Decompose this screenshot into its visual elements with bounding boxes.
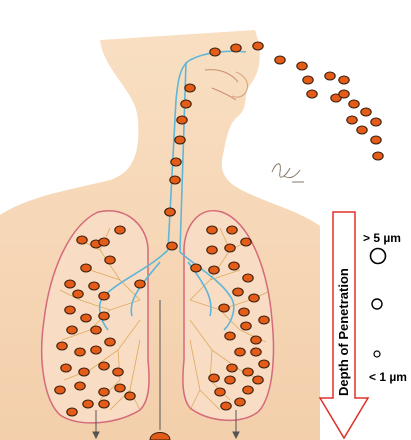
depth-arrow: Depth of Penetration [320,212,368,438]
particle [241,322,251,330]
particle [339,90,349,98]
particle [349,100,359,108]
particle [275,56,285,64]
particle [181,100,191,108]
particle [73,290,83,298]
size-circle-icon [372,299,382,309]
particle [77,236,87,244]
particle [75,382,85,390]
size-large-label: > 5 µm [363,231,401,245]
particle [99,362,109,370]
particle [243,274,253,282]
size-circle-icon [374,351,380,357]
particle [67,408,77,416]
particle [235,398,245,406]
particle [99,238,109,246]
particle [55,386,65,394]
particle [225,244,235,252]
particle [81,264,91,272]
particle [209,266,219,274]
particle [91,326,101,334]
particle [191,264,201,272]
particle [75,348,85,356]
particle [167,242,177,250]
particle [57,342,67,350]
particle [225,376,235,384]
depth-axis-label: Depth of Penetration [336,268,351,396]
particle [81,314,91,322]
size-circle-icon [371,249,386,264]
particle [231,44,241,52]
particle [227,226,237,234]
particle [65,280,75,288]
particle [221,402,231,410]
particle [207,226,217,234]
particle [99,388,109,396]
particle [371,118,381,126]
particle [357,126,367,134]
size-small-label: < 1 µm [369,370,407,384]
particle [371,136,381,144]
particle [79,368,89,376]
particle [243,368,253,376]
particle [105,338,115,346]
particle [61,364,71,372]
particle [83,400,93,408]
particle [249,294,259,302]
particle [251,336,261,344]
particle [373,152,383,160]
particle [165,208,175,216]
particle [99,400,109,408]
particle [307,90,317,98]
particle [99,292,109,300]
particle [65,306,75,314]
particle [253,42,263,50]
particle [115,226,125,234]
particle [170,176,180,184]
particle [125,392,135,400]
particle [233,288,243,296]
particle [135,280,145,288]
particle [251,348,261,356]
particle [177,116,187,124]
particle [259,316,269,324]
particle [253,376,263,384]
signature-icon [272,164,304,182]
particle [209,374,219,382]
particle [227,364,237,372]
particle [67,326,77,334]
particle [303,76,313,84]
particle [235,348,245,356]
particle [207,246,217,254]
particle [113,368,123,376]
particle [115,384,125,392]
particle [171,158,181,166]
particle [185,84,195,92]
particle [339,76,349,84]
particle [229,262,239,270]
particle [361,108,371,116]
particle [259,360,269,368]
particle [325,72,335,80]
particle [215,388,225,396]
particle [239,308,249,316]
particle [347,116,357,124]
particle [99,312,109,320]
particle [210,48,220,56]
particle [297,62,307,70]
particle [89,282,99,290]
particle [243,386,253,394]
particle [241,238,251,246]
particle [91,346,101,354]
particle [105,256,115,264]
particle [225,332,235,340]
size-legend: > 5 µm < 1 µm [363,231,407,384]
particle [219,304,229,312]
particle [175,136,185,144]
